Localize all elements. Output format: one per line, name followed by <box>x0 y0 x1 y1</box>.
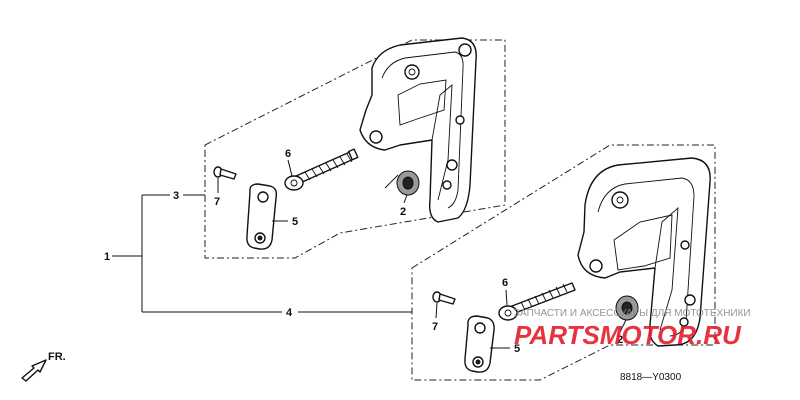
lower-pin <box>432 291 456 305</box>
callout-5-lower: 5 <box>514 343 520 355</box>
callout-7-lower: 7 <box>432 321 438 333</box>
callout-6-lower: 6 <box>502 277 508 289</box>
upper-group-outline <box>204 39 506 259</box>
lower-tension-bolt <box>498 282 576 321</box>
lower-lever-plate <box>464 315 495 373</box>
lower-grommet <box>615 295 639 321</box>
assembly-leaders <box>112 194 412 313</box>
callout-1: 1 <box>104 251 110 263</box>
callout-2-upper: 2 <box>400 206 406 218</box>
front-direction-label: FR. <box>48 351 66 363</box>
callout-2-lower: 2 <box>617 334 623 346</box>
watermark-logo: PARTSMOTOR.RU <box>514 320 742 350</box>
upper-bracket <box>359 37 477 223</box>
upper-grommet <box>396 170 420 196</box>
watermark: ЗАПЧАСТИ И АКСЕССУАРЫ ДЛЯ МОТОТЕХНИКИ PA… <box>514 308 751 350</box>
front-direction-arrow: FR. <box>21 351 66 382</box>
callout-3: 3 <box>173 190 179 202</box>
upper-lever-plate <box>246 183 278 250</box>
watermark-text: ЗАПЧАСТИ И АКСЕССУАРЫ ДЛЯ МОТОТЕХНИКИ <box>514 308 751 319</box>
callout-5-upper: 5 <box>292 216 298 228</box>
upper-tension-bolt <box>284 148 359 191</box>
callout-7-upper: 7 <box>214 196 220 208</box>
part-leaders <box>217 159 627 349</box>
upper-pin <box>213 166 237 180</box>
diagram-code: 8818—Y0300 <box>620 372 682 383</box>
callout-4: 4 <box>286 307 293 319</box>
callout-6-upper: 6 <box>285 148 291 160</box>
lower-bracket <box>577 157 711 347</box>
